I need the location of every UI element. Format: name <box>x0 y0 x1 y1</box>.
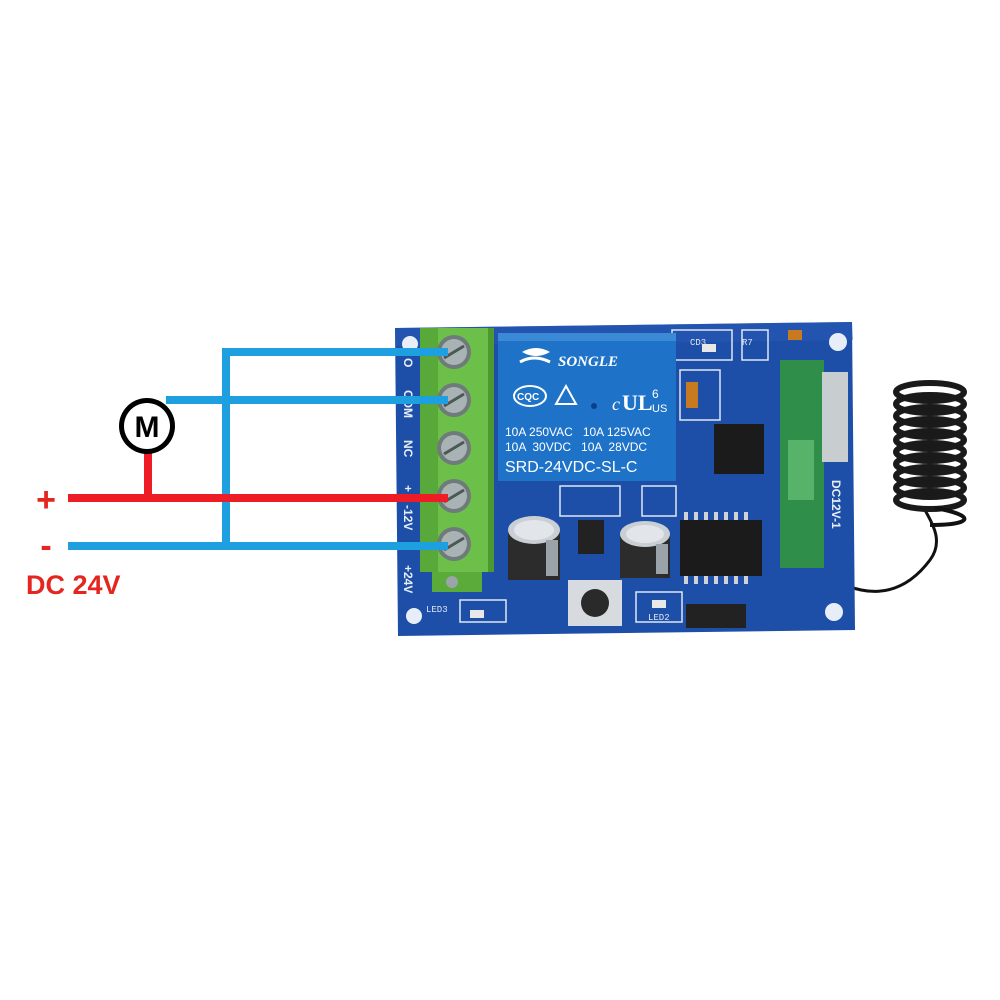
songle-logo <box>522 348 550 356</box>
terminal-label-o: O <box>401 358 415 367</box>
diode <box>686 604 746 628</box>
relay-cert-num: 6 <box>652 387 659 401</box>
terminal-label-nc: NC <box>401 440 415 458</box>
svg-text:CD3: CD3 <box>690 338 706 348</box>
terminal-block <box>420 328 494 592</box>
svg-text:c: c <box>612 394 620 414</box>
relay-model: SRD-24VDC-SL-C <box>505 459 637 476</box>
relay-brand: SONGLE <box>558 354 618 370</box>
capacitor <box>620 521 670 578</box>
mount-hole <box>825 603 843 621</box>
plus-label: + <box>36 481 56 519</box>
relay-rating-2: 10A 30VDC 10A 28VDC <box>505 440 647 454</box>
ic-chip <box>680 520 762 576</box>
terminal-label-24v: +24V <box>401 565 415 593</box>
svg-text:LED3: LED3 <box>426 605 448 615</box>
resistor <box>686 382 698 408</box>
screw-terminal[interactable] <box>437 479 471 513</box>
svg-text:R7: R7 <box>742 338 753 348</box>
rf-module: DC12V-1 <box>780 360 848 568</box>
wiring <box>68 348 448 550</box>
screw-terminal[interactable] <box>437 431 471 465</box>
svg-text:LED2: LED2 <box>648 613 670 623</box>
module-label: DC12V-1 <box>829 480 843 529</box>
push-button[interactable] <box>568 580 622 626</box>
minus-label: - <box>40 527 51 565</box>
ic-chip <box>714 424 764 474</box>
terminal-label-plus: + <box>401 485 415 492</box>
mount-hole <box>829 333 847 351</box>
motor: M <box>119 398 175 454</box>
transistor <box>578 520 604 554</box>
screw-terminal[interactable] <box>437 335 471 369</box>
terminal-label-minus12v: -12V <box>401 505 415 530</box>
mount-hole <box>406 608 422 624</box>
supply-voltage-label: DC 24V <box>26 570 121 600</box>
warning-icon <box>554 383 578 405</box>
antenna <box>819 380 967 593</box>
screw-terminal[interactable] <box>437 383 471 417</box>
relay-cert-us: US <box>652 403 667 415</box>
relay: SONGLE CQC c UL 6 US 10A 250VAC 10A 125V… <box>498 333 676 481</box>
capacitor <box>508 516 560 580</box>
ul-mark: UL <box>622 390 653 415</box>
relay-rating-1: 10A 250VAC 10A 125VAC <box>505 425 651 439</box>
relay-cert-cqc: CQC <box>517 392 539 403</box>
motor-symbol: M <box>135 411 160 444</box>
screw-terminals <box>437 335 471 561</box>
components <box>470 330 802 628</box>
